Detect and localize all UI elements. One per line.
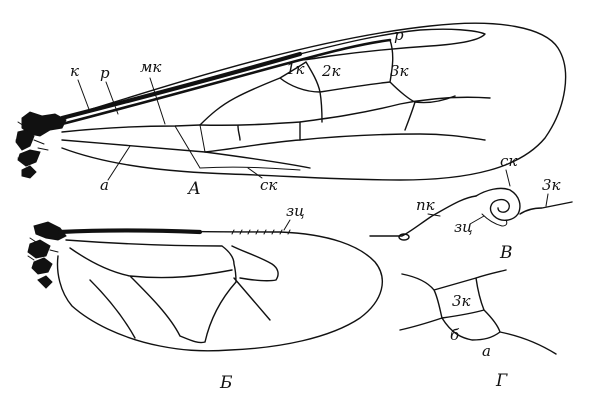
pterostigma-line bbox=[299, 28, 486, 61]
costa-vein bbox=[59, 51, 303, 121]
label-k: к bbox=[70, 62, 79, 80]
forewing-panel-a: к р мк а ск А р 1к 2к 3к bbox=[15, 22, 567, 199]
cell-detail-panel-g: 3к б а Г bbox=[399, 269, 557, 391]
hindwing-leading-edge bbox=[57, 228, 203, 235]
hamulus-vein-left bbox=[369, 195, 477, 237]
hindwing-veins bbox=[65, 239, 279, 344]
cell-detail-veins bbox=[399, 269, 557, 355]
subcostal-fold bbox=[174, 124, 206, 169]
panel-letter-b: Б bbox=[219, 373, 233, 393]
panel-letter-v: В bbox=[499, 243, 513, 263]
lower-cubitus bbox=[204, 133, 486, 153]
hamulus-ring bbox=[398, 233, 410, 241]
label-b-g: б bbox=[450, 326, 460, 344]
label-3k-v: 3к bbox=[542, 176, 561, 194]
label-sk: ск bbox=[260, 176, 277, 194]
cell-veins bbox=[199, 39, 456, 141]
label-a-g: а bbox=[482, 342, 491, 360]
label-r-base: р bbox=[100, 64, 110, 82]
hamulus-detail-panel-v: ск пк 3к зц В bbox=[369, 152, 573, 263]
label-3k-g: 3к bbox=[452, 292, 471, 310]
radius-vein bbox=[60, 38, 392, 126]
label-sk-v: ск bbox=[500, 152, 517, 170]
label-a: а bbox=[100, 176, 109, 194]
label-2k: 2к bbox=[321, 62, 341, 80]
hindwing-base bbox=[27, 221, 67, 289]
mediocubital-vein bbox=[61, 124, 201, 133]
hamuli-row bbox=[231, 229, 291, 235]
label-pk-v: пк bbox=[416, 196, 435, 214]
panel-letter-g: Г bbox=[495, 371, 508, 391]
label-mk: мк bbox=[140, 58, 161, 76]
forewing-base bbox=[15, 111, 67, 179]
hamulus-hook bbox=[519, 201, 573, 215]
label-r-tip: р bbox=[394, 26, 404, 44]
label-zc-b: зц bbox=[286, 202, 305, 220]
hamulus-inner bbox=[481, 213, 508, 227]
panel-letter-a: А bbox=[187, 179, 201, 199]
label-1k: 1к bbox=[286, 60, 305, 78]
label-3k: 3к bbox=[390, 62, 409, 80]
hindwing-outline bbox=[56, 230, 383, 352]
label-zc-v: зц bbox=[454, 218, 473, 236]
cubitus-line bbox=[199, 96, 491, 126]
hamulus-coil bbox=[475, 187, 521, 221]
sk-line bbox=[199, 166, 301, 171]
forewing-outline bbox=[61, 22, 567, 181]
hindwing-panel-b: зц Б bbox=[27, 202, 383, 393]
